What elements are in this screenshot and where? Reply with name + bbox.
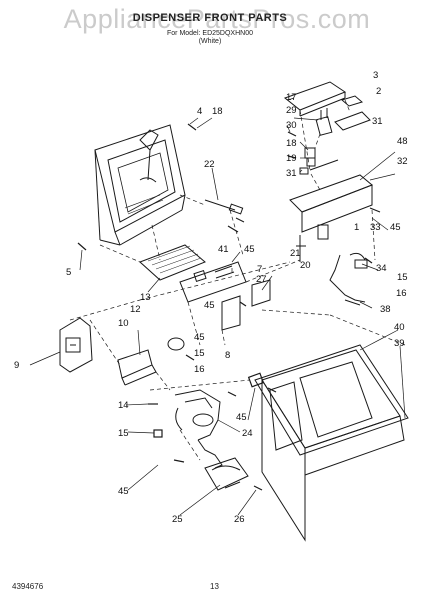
callout-9: 9 bbox=[14, 360, 19, 371]
callout-38: 38 bbox=[380, 304, 391, 315]
cover-bracket bbox=[59, 317, 93, 373]
callout-33: 33 bbox=[370, 222, 381, 233]
callout-30: 30 bbox=[286, 120, 297, 131]
callout-20: 20 bbox=[300, 260, 311, 271]
callout-15b: 15 bbox=[194, 348, 205, 359]
document-code: 4394676 bbox=[12, 582, 44, 591]
callout-45c: 45 bbox=[194, 332, 205, 343]
callout-7: 7 bbox=[257, 264, 262, 275]
callout-1: 1 bbox=[354, 222, 359, 233]
callout-48: 48 bbox=[397, 136, 408, 147]
callout-16a: 16 bbox=[194, 364, 205, 375]
callout-26: 26 bbox=[234, 514, 245, 525]
callout-labels: 1 2 3 4 5 7 8 9 10 12 13 14 15 15 15 16 … bbox=[14, 70, 408, 525]
callout-45e: 45 bbox=[118, 486, 129, 497]
callout-22: 22 bbox=[204, 159, 215, 170]
model-subtitle: For Model: ED25DQXHN00 bbox=[167, 30, 253, 37]
callout-18b: 18 bbox=[286, 138, 297, 149]
callout-39: 39 bbox=[394, 338, 405, 349]
chute-bracket bbox=[289, 159, 373, 262]
callout-31b: 31 bbox=[286, 168, 297, 179]
callout-2: 2 bbox=[376, 86, 381, 97]
callout-31a: 31 bbox=[372, 116, 383, 127]
callout-45a: 45 bbox=[244, 244, 255, 255]
page-title: DISPENSER FRONT PARTS bbox=[132, 12, 288, 24]
top-bracket bbox=[283, 81, 371, 131]
dispenser-pad bbox=[204, 457, 249, 491]
callout-24: 24 bbox=[242, 428, 253, 439]
fasteners bbox=[77, 123, 381, 491]
callout-32: 32 bbox=[397, 156, 408, 167]
switch-plates bbox=[221, 279, 271, 331]
callout-15c: 15 bbox=[397, 272, 408, 283]
lever-bracket bbox=[117, 337, 185, 386]
callout-45b: 45 bbox=[204, 300, 215, 311]
callout-16b: 16 bbox=[396, 288, 407, 299]
drip-tray-grille bbox=[139, 244, 206, 281]
callout-10: 10 bbox=[118, 318, 129, 329]
callout-8: 8 bbox=[225, 350, 230, 361]
callout-41: 41 bbox=[218, 244, 229, 255]
callout-5: 5 bbox=[66, 267, 71, 278]
callout-12: 12 bbox=[130, 304, 141, 315]
callout-4: 4 bbox=[197, 106, 202, 117]
callout-29: 29 bbox=[286, 105, 297, 116]
front-panel bbox=[254, 344, 409, 542]
callout-17: 17 bbox=[286, 92, 297, 103]
callout-19: 19 bbox=[286, 153, 297, 164]
dispenser-housing bbox=[94, 124, 186, 246]
callout-leaders bbox=[29, 97, 406, 516]
callout-45f: 45 bbox=[390, 222, 401, 233]
callout-45d: 45 bbox=[236, 412, 247, 423]
callout-14: 14 bbox=[118, 400, 129, 411]
callout-18a: 18 bbox=[212, 106, 223, 117]
callout-25: 25 bbox=[172, 514, 183, 525]
callout-13: 13 bbox=[140, 292, 151, 303]
callout-27: 27 bbox=[256, 274, 267, 285]
actuator-rod bbox=[204, 199, 245, 223]
switch-assembly bbox=[299, 108, 333, 175]
callout-3: 3 bbox=[373, 70, 378, 81]
water-lever bbox=[174, 389, 223, 469]
dispenser-lever bbox=[329, 252, 368, 306]
callout-15a: 15 bbox=[118, 428, 129, 439]
callout-21: 21 bbox=[290, 248, 301, 259]
color-label: (White) bbox=[198, 38, 222, 45]
page-number: 13 bbox=[210, 582, 219, 591]
callout-40: 40 bbox=[394, 322, 405, 333]
callout-34: 34 bbox=[376, 263, 387, 274]
